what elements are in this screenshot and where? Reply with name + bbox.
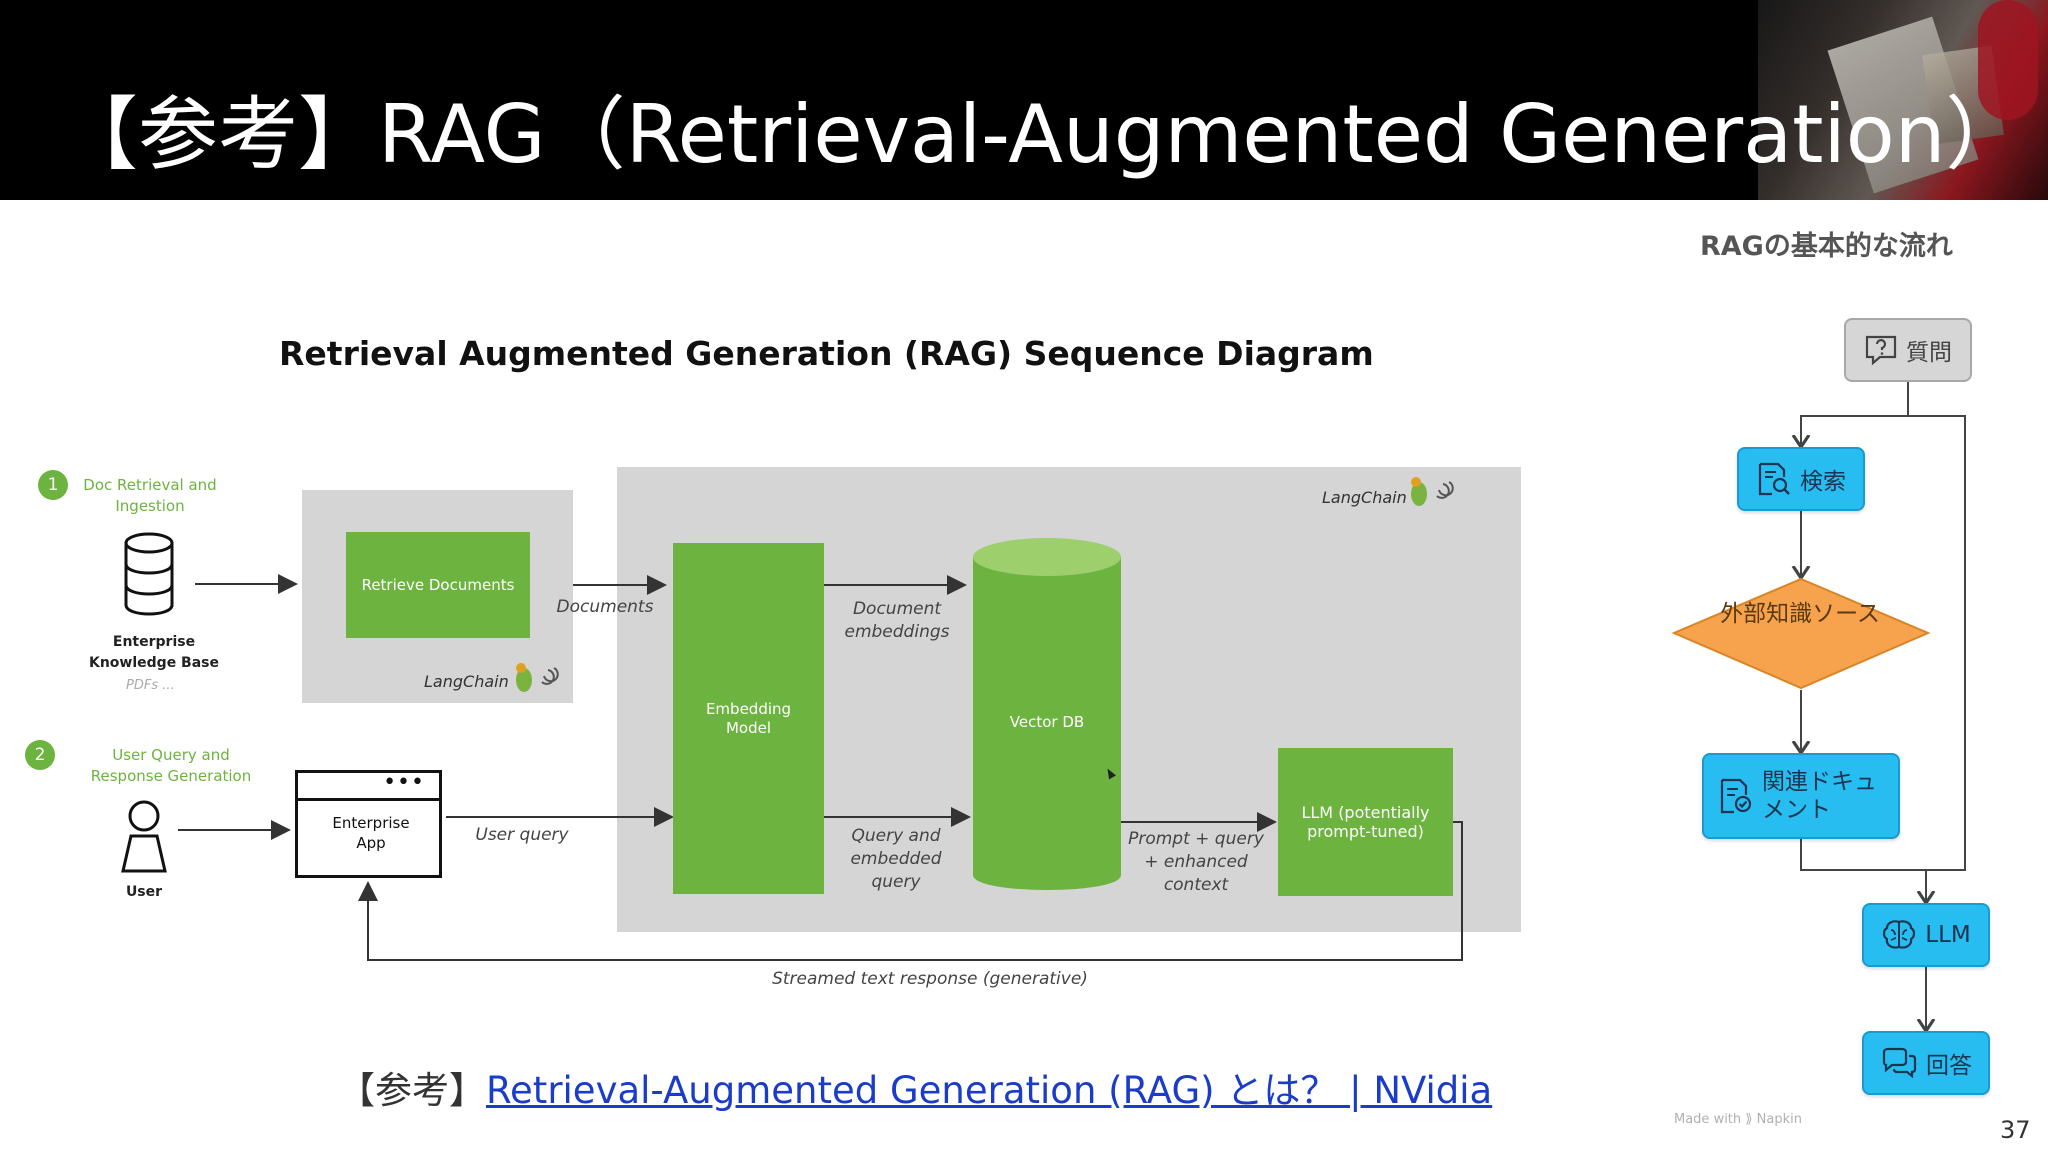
flow-llm-label: LLM [1925, 922, 1971, 948]
user-label: User [125, 884, 163, 900]
step-2-label: User Query and Response Generation [90, 746, 252, 785]
flow-answer-node: 回答 [1862, 1031, 1990, 1095]
user-query-label: User query [475, 825, 569, 845]
streamed-response-label: Streamed text response (generative) [772, 969, 1088, 989]
doc-check-icon [1720, 778, 1752, 814]
external-knowledge-label: 外部知識ソース [1720, 601, 1880, 627]
retrieve-documents-box: Retrieve Documents [346, 532, 530, 638]
chat-icon [1882, 1047, 1917, 1079]
slide-header: 【参考】RAG（Retrieval-Augmented Generation） [0, 0, 2048, 200]
flow-related-docs-node: 関連ドキュメント [1702, 753, 1900, 839]
made-with-napkin: Made with ⟫ Napkin [1674, 1112, 1802, 1127]
vector-db-label: Vector DB [1009, 713, 1085, 731]
llm-box: LLM (potentially prompt-tuned) [1278, 748, 1453, 896]
flow-search-label: 検索 [1800, 469, 1846, 495]
knowledge-base-sub: PDFs ... [126, 678, 175, 693]
window-dots-icon: ••• [383, 770, 425, 795]
flow-search-node: 検索 [1737, 447, 1865, 511]
prompt-query-label: Prompt + query + enhanced context [1128, 829, 1264, 895]
step-1-label: Doc Retrieval and Ingestion [83, 476, 217, 515]
embedding-model-box: Embedding Model [673, 543, 824, 894]
reference-prefix: 【参考】 [338, 1069, 486, 1112]
user-icon [121, 800, 167, 873]
diagram-title: Retrieval Augmented Generation (RAG) Seq… [279, 334, 1374, 373]
knowledge-base-label: Enterprise Knowledge Base [88, 634, 220, 671]
flow-related-docs-label: 関連ドキュメント [1762, 769, 1877, 823]
reference-line: 【参考】Retrieval-Augmented Generation (RAG)… [338, 1060, 1492, 1114]
question-icon [1865, 335, 1897, 366]
flow-title: RAGの基本的な流れ [1700, 231, 1953, 262]
external-knowledge-diamond [1671, 577, 1931, 690]
enterprise-app-label: Enterprise App [332, 814, 410, 852]
speaker-video-thumbnail [1758, 0, 2048, 200]
page-number: 37 [2000, 1116, 2031, 1144]
flow-question-label: 質問 [1906, 340, 1952, 366]
search-doc-icon [1758, 462, 1790, 496]
flow-llm-node: LLM [1862, 903, 1990, 967]
flow-question-node: 質問 [1844, 318, 1972, 382]
query-embedded-label: Query and embedded query [850, 826, 942, 892]
step-2-badge: 2 [25, 740, 55, 770]
documents-label: Documents [556, 597, 654, 617]
database-icon [124, 532, 174, 616]
slide-title: 【参考】RAG（Retrieval-Augmented Generation） [58, 88, 2026, 181]
step-1-badge: 1 [38, 470, 68, 500]
langchain-label-ingestion: LangChain [424, 672, 509, 691]
reference-link[interactable]: Retrieval-Augmented Generation (RAG) とは？… [486, 1069, 1493, 1112]
flow-answer-label: 回答 [1926, 1053, 1972, 1079]
document-embeddings-label: Document embeddings [844, 599, 950, 642]
brain-icon [1883, 920, 1916, 949]
enterprise-app-box: ••• Enterprise App [295, 770, 442, 878]
langchain-label-query: LangChain [1322, 488, 1407, 507]
